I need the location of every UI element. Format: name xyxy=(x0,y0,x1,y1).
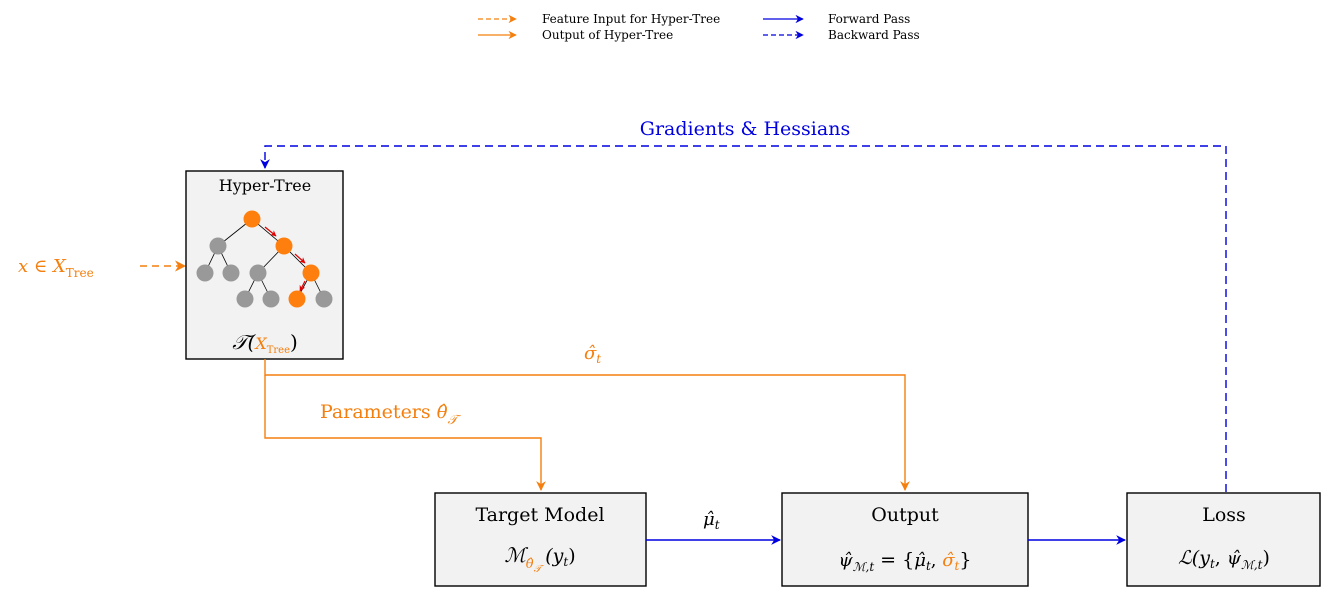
legend-item-output: Output of Hyper-Tree xyxy=(478,28,673,42)
backward-pass-edge: Gradients & Hessians xyxy=(260,118,1227,492)
tree-node-path xyxy=(275,237,293,255)
target-model-title: Target Model xyxy=(475,504,604,526)
loss-title: Loss xyxy=(1202,504,1246,526)
tree-nodes xyxy=(196,210,333,308)
hyper-tree-title: Hyper-Tree xyxy=(219,176,311,195)
target-model-expression: ℳθ̂𝒯(yt) xyxy=(504,543,575,575)
tree-node-root xyxy=(243,210,261,228)
hyper-tree-function: 𝒯(XTree) xyxy=(232,330,298,356)
mu-label: μ̂t xyxy=(703,509,720,532)
tree-node xyxy=(249,264,267,282)
tree-path-arrows xyxy=(264,226,306,292)
hyper-tree-box: Hyper-Tree xyxy=(185,170,344,360)
mu-edge: μ̂t xyxy=(646,509,781,545)
legend-item-backward-pass: Backward Pass xyxy=(763,28,920,42)
loss-box: Loss ℒ(yt, ψ̂ℳ,t) xyxy=(1126,492,1321,587)
tree-node-path xyxy=(302,264,320,282)
parameters-edge: Parameters θ̂𝒯 xyxy=(264,375,546,491)
target-model-box: Target Model ℳθ̂𝒯(yt) xyxy=(434,492,647,587)
feature-input-edge: x ∈ XTree xyxy=(18,256,187,280)
legend: Feature Input for Hyper-Tree Output of H… xyxy=(478,12,920,42)
sigma-edge: σ̂t xyxy=(264,343,910,491)
legend-label: Backward Pass xyxy=(828,28,920,42)
tree-node xyxy=(209,237,227,255)
input-sub: Tree xyxy=(66,266,94,280)
legend-label: Feature Input for Hyper-Tree xyxy=(542,12,720,26)
input-X: X xyxy=(51,256,67,277)
legend-item-forward-pass: Forward Pass xyxy=(763,12,910,26)
input-label: x ∈ XTree xyxy=(18,256,94,280)
tree-node xyxy=(196,264,214,282)
sigma-label: σ̂t xyxy=(584,343,601,366)
parameters-label: Parameters θ̂𝒯 xyxy=(320,401,462,428)
input-in: ∈ xyxy=(28,256,53,277)
gradients-hessians-label: Gradients & Hessians xyxy=(640,118,850,140)
tree-node xyxy=(262,290,280,308)
tree-node xyxy=(236,290,254,308)
legend-item-feature-input: Feature Input for Hyper-Tree xyxy=(478,12,720,26)
output-box: Output ψ̂ℳ,t = {μ̂t, σ̂t} xyxy=(781,492,1029,587)
output-title: Output xyxy=(871,504,939,526)
output-expression: ψ̂ℳ,t = {μ̂t, σ̂t} xyxy=(839,549,972,574)
legend-label: Output of Hyper-Tree xyxy=(542,28,673,42)
legend-label: Forward Pass xyxy=(828,12,910,26)
input-x: x xyxy=(18,256,28,277)
tree-node xyxy=(315,290,333,308)
tree-node xyxy=(222,264,240,282)
loss-expression: ℒ(yt, ψ̂ℳ,t) xyxy=(1178,547,1270,572)
tree-node-leaf-selected xyxy=(288,290,306,308)
